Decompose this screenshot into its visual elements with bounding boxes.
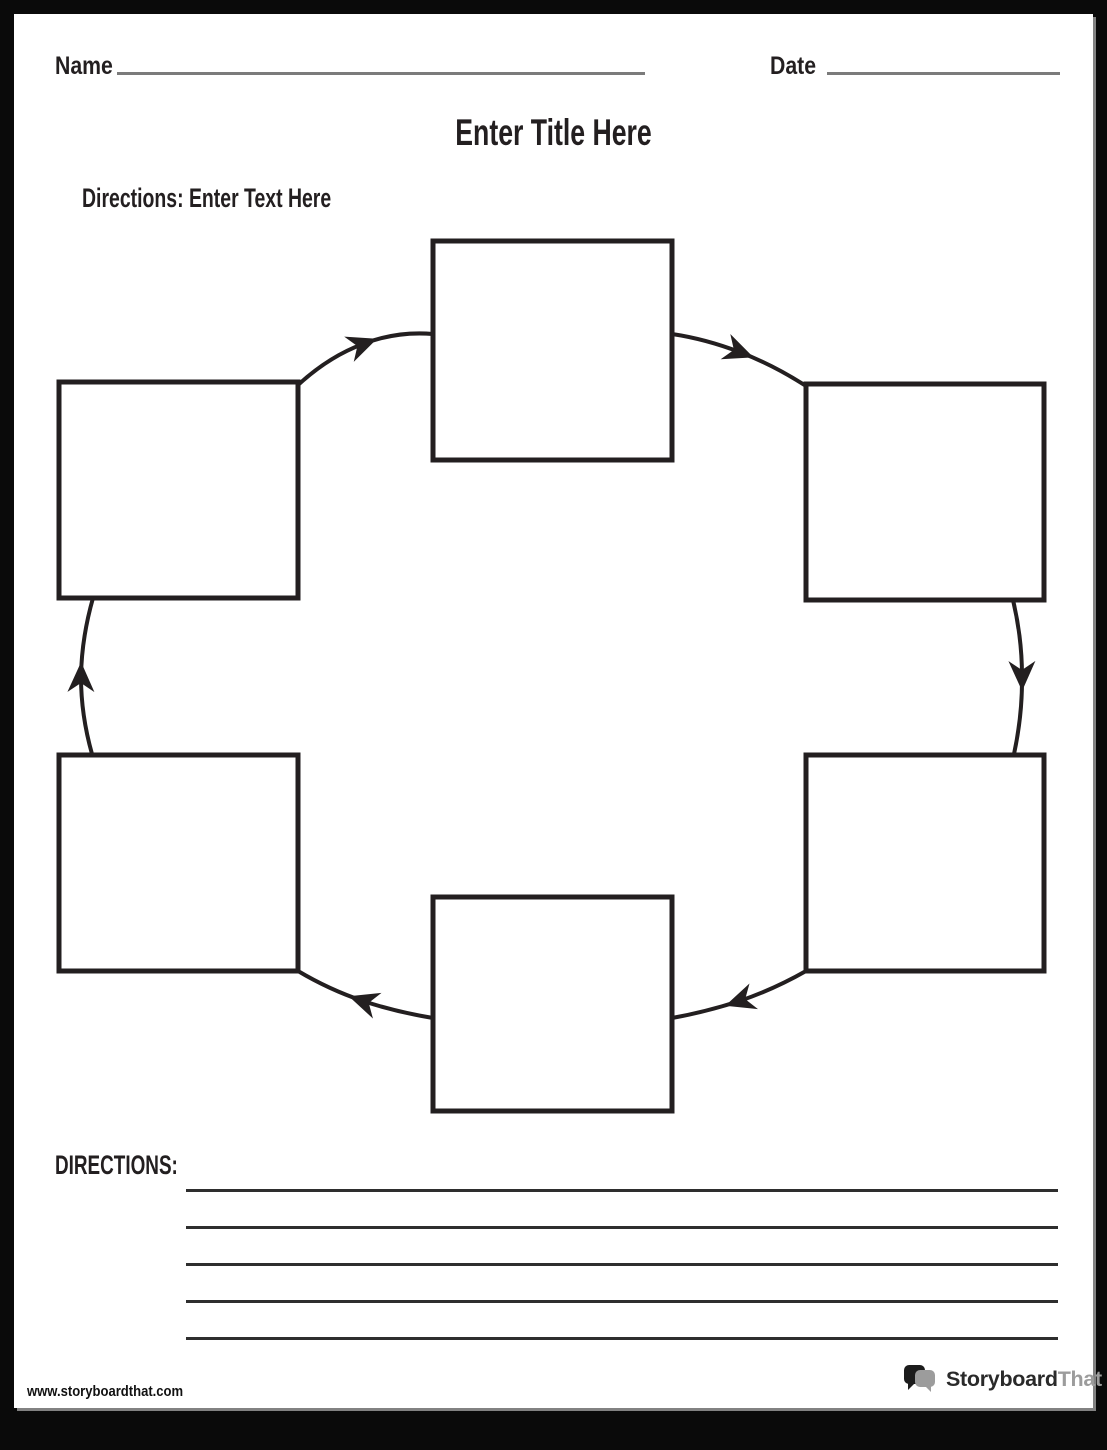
- website-url: www.storyboardthat.com: [27, 1384, 184, 1400]
- cycle-box-top-center[interactable]: [430, 238, 675, 463]
- date-label: Date: [770, 52, 817, 80]
- speech-bubbles-icon: [904, 1365, 935, 1392]
- cycle-arrow-bottomleft-to-topleft: [67, 597, 95, 755]
- cycle-box-top-right[interactable]: [803, 381, 1047, 603]
- directions-placeholder[interactable]: Directions: Enter Text Here: [82, 183, 332, 213]
- cycle-box-bottom-center[interactable]: [430, 894, 675, 1114]
- directions-section-label: DIRECTIONS:: [55, 1150, 178, 1180]
- name-write-line: [117, 72, 645, 75]
- cycle-arrow-bottomright-to-bottomcenter: [671, 969, 807, 1020]
- cycle-arrow-topright-to-bottomright: [1008, 599, 1036, 755]
- cycle-arrow-topcenter-to-topright: [671, 332, 808, 388]
- writing-line: [186, 1337, 1058, 1340]
- date-write-line: [827, 72, 1060, 75]
- logo-text-that: That: [1057, 1367, 1102, 1391]
- cycle-box-bottom-left[interactable]: [56, 752, 301, 974]
- title-placeholder[interactable]: Enter Title Here: [455, 112, 652, 153]
- cycle-box-top-left[interactable]: [56, 379, 301, 601]
- logo-text-storyboard: Storyboard: [946, 1367, 1058, 1391]
- writing-line: [186, 1189, 1058, 1192]
- cycle-arrow-topleft-to-topcenter: [296, 331, 434, 387]
- cycle-arrow-bottomcenter-to-bottomleft: [296, 969, 434, 1020]
- name-label: Name: [55, 52, 113, 80]
- writing-line: [186, 1263, 1058, 1266]
- writing-line: [186, 1300, 1058, 1303]
- writing-line: [186, 1226, 1058, 1229]
- cycle-box-bottom-right[interactable]: [803, 752, 1047, 974]
- storyboardthat-logo: StoryboardThat: [903, 1364, 1102, 1395]
